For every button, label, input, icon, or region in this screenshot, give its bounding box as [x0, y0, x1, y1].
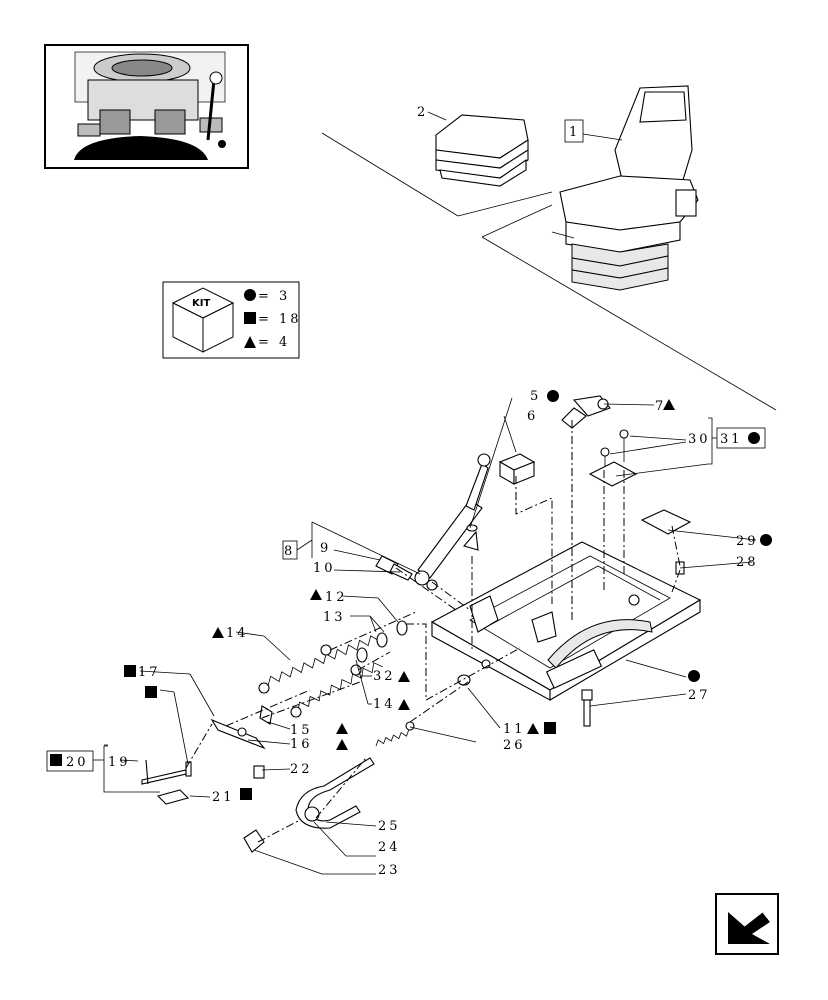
callout-5: 5	[530, 389, 541, 404]
filled-triangle-icon	[336, 739, 348, 750]
callout-30: 30	[688, 432, 711, 447]
plate-part-30	[588, 429, 638, 487]
handle-part-7	[561, 395, 611, 429]
filled-square-icon	[240, 788, 252, 800]
callout-23: 23	[378, 863, 401, 878]
callout-9: 9	[320, 541, 331, 556]
tractor-cab-thumbnail-icon[interactable]	[44, 44, 249, 169]
seat-base-frame	[430, 541, 702, 701]
small-spring-part-26	[375, 721, 415, 747]
callout-16: 16	[290, 737, 313, 752]
kit-legend-triangle-text: = 4	[258, 335, 290, 350]
callout-19: 19	[108, 755, 131, 770]
filled-triangle-icon	[398, 671, 410, 682]
callout-1: 1	[569, 125, 580, 140]
callout-2: 2	[417, 105, 428, 120]
kit-label: KIT	[192, 298, 210, 309]
callout-26: 26	[503, 738, 526, 753]
block-part-6	[498, 453, 536, 485]
callout-28: 28	[736, 555, 759, 570]
callout-29: 29	[736, 534, 759, 549]
lever-part-16	[210, 705, 273, 779]
rod-part-17	[141, 759, 192, 805]
filled-triangle-icon	[663, 399, 675, 410]
callout-31: 31	[720, 432, 743, 447]
spring-part-14-lower	[290, 662, 383, 718]
filled-square-icon	[544, 722, 556, 734]
seat-assembly-part-1	[551, 85, 699, 291]
callout-27: 27	[688, 688, 711, 703]
filled-triangle-icon	[212, 627, 224, 638]
filled-circle-icon	[688, 670, 700, 682]
filled-circle-icon	[748, 432, 760, 444]
filled-square-icon	[145, 686, 157, 698]
callout-24: 24	[378, 840, 401, 855]
pad-part-29	[640, 509, 692, 535]
next-page-arrow-icon[interactable]	[715, 893, 779, 955]
filled-triangle-icon	[527, 723, 539, 734]
callout-8: 8	[284, 544, 295, 559]
callout-32: 32	[373, 669, 396, 684]
bolt-part-27	[581, 689, 593, 727]
kit-legend: KIT = 3 = 18 = 4	[162, 281, 302, 359]
seat-cushion-part-2	[435, 114, 529, 187]
filled-circle-icon	[547, 390, 559, 402]
bolt-part-9	[375, 555, 413, 581]
callout-22: 22	[290, 762, 313, 777]
callout-13: 13	[323, 610, 346, 625]
callout-6: 6	[527, 409, 538, 424]
filled-square-icon	[124, 665, 136, 677]
bushing-part-32	[356, 647, 368, 663]
filled-circle-icon	[244, 289, 256, 301]
filled-square-icon	[244, 312, 256, 324]
filled-triangle-icon	[244, 336, 256, 348]
filled-triangle-icon	[310, 589, 322, 600]
kit-legend-square-text: = 18	[258, 312, 302, 327]
cone-part-5	[463, 524, 479, 551]
callout-7: 7	[655, 399, 666, 414]
callout-20: 20	[66, 755, 89, 770]
gas-spring-part-8	[414, 453, 491, 591]
callout-21: 21	[212, 790, 235, 805]
filled-triangle-icon	[398, 699, 410, 710]
spring-part-14-upper	[258, 635, 380, 694]
callout-11: 11	[503, 722, 526, 737]
callout-25: 25	[378, 819, 401, 834]
filled-triangle-icon	[336, 723, 348, 734]
kit-legend-circle-text: = 3	[258, 289, 290, 304]
callout-14b: 14	[373, 697, 396, 712]
callout-10: 10	[313, 561, 336, 576]
filled-circle-icon	[760, 534, 772, 546]
callout-12: 12	[325, 590, 348, 605]
washer-part-12	[396, 620, 408, 636]
callout-15: 15	[290, 723, 313, 738]
callout-17: 17	[138, 665, 161, 680]
filled-square-icon	[50, 754, 62, 766]
callout-14a: 14	[226, 626, 249, 641]
bushing-part-13	[376, 632, 388, 648]
